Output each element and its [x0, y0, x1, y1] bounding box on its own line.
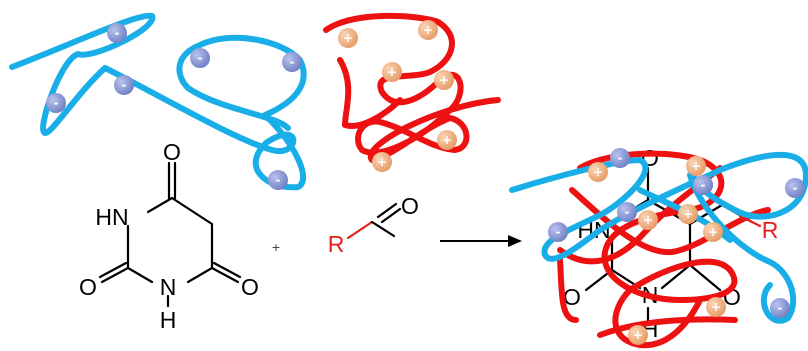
- positive-charge-label: +: [343, 31, 353, 45]
- aldehyde-oxygen: O: [401, 193, 419, 219]
- positive-charge-bead: +: [686, 156, 706, 176]
- negative-charge-label: -: [618, 151, 623, 165]
- negative-charge-bead: -: [282, 52, 302, 72]
- positive-charge-label: +: [377, 155, 387, 169]
- positive-charge-label: +: [643, 213, 653, 227]
- negative-charge-bead: -: [770, 298, 790, 318]
- reaction-arrow: [440, 235, 522, 247]
- complex-cationic-chain: [557, 150, 771, 349]
- cationic-polymer-chain: [323, 12, 501, 163]
- negative-charge-label: -: [276, 173, 281, 187]
- positive-charge-label: +: [439, 73, 449, 87]
- negative-charge-bead: -: [268, 170, 288, 190]
- positive-charge-bead: +: [703, 222, 723, 242]
- barbituric-acid-structure: O HN O N H O: [79, 139, 259, 333]
- atom-o-left: O: [79, 274, 97, 300]
- positive-charge-bead: +: [418, 20, 438, 40]
- positive-charge-bead: +: [382, 62, 402, 82]
- positive-charge-bead: +: [588, 162, 608, 182]
- negative-charge-bead: -: [693, 175, 713, 195]
- plus-sign: +: [272, 239, 280, 255]
- aldehyde-r-group: R: [328, 231, 345, 257]
- negative-charge-bead: -: [610, 148, 630, 168]
- negative-charge-label: -: [115, 26, 120, 40]
- positive-charge-bead: +: [437, 130, 457, 150]
- positive-charge-label: +: [423, 23, 433, 37]
- atom-h-bottom: H: [160, 307, 177, 333]
- negative-charge-label: -: [778, 301, 783, 315]
- atom-n-bottom: N: [160, 274, 177, 300]
- positive-charge-label: +: [683, 207, 693, 221]
- positive-charge-bead: +: [338, 28, 358, 48]
- positive-charge-bead: +: [638, 210, 658, 230]
- positive-charge-label: +: [442, 133, 452, 147]
- atom-hn-left: HN: [95, 204, 128, 230]
- cationic-charges: + + + + + +: [338, 20, 457, 172]
- anionic-charges: - - - - - -: [46, 23, 302, 190]
- negative-charge-bead: -: [114, 75, 134, 95]
- complex-charges: - - - - - - + +: [548, 148, 805, 345]
- positive-charge-label: +: [593, 165, 603, 179]
- positive-charge-bead: +: [434, 70, 454, 90]
- positive-charge-bead: +: [706, 297, 726, 317]
- product-r-group: R: [762, 217, 779, 243]
- negative-charge-label: -: [701, 178, 706, 192]
- negative-charge-label: -: [198, 51, 203, 65]
- negative-charge-label: -: [556, 225, 561, 239]
- negative-charge-bead: -: [190, 48, 210, 68]
- anionic-polymer-chain: [9, 12, 307, 191]
- atom-o-top: O: [163, 139, 181, 165]
- positive-charge-bead: +: [628, 325, 648, 345]
- bonds: [98, 161, 242, 308]
- negative-charge-bead: -: [785, 178, 805, 198]
- negative-charge-label: -: [122, 78, 127, 92]
- negative-charge-label: -: [290, 55, 295, 69]
- negative-charge-label: -: [793, 181, 798, 195]
- positive-charge-bead: +: [678, 204, 698, 224]
- negative-charge-label: -: [625, 205, 630, 219]
- positive-charge-label: +: [387, 65, 397, 79]
- positive-charge-label: +: [691, 159, 701, 173]
- negative-charge-bead: -: [617, 202, 637, 222]
- negative-charge-bead: -: [46, 93, 66, 113]
- atom-o-right: O: [241, 274, 259, 300]
- positive-charge-bead: +: [372, 152, 392, 172]
- positive-charge-label: +: [633, 328, 643, 342]
- product-o-left: O: [563, 284, 581, 310]
- positive-charge-label: +: [711, 300, 721, 314]
- aldehyde-structure: R O: [328, 193, 419, 257]
- negative-charge-label: -: [54, 96, 59, 110]
- negative-charge-bead: -: [548, 222, 568, 242]
- negative-charge-bead: -: [107, 23, 127, 43]
- positive-charge-label: +: [708, 225, 718, 239]
